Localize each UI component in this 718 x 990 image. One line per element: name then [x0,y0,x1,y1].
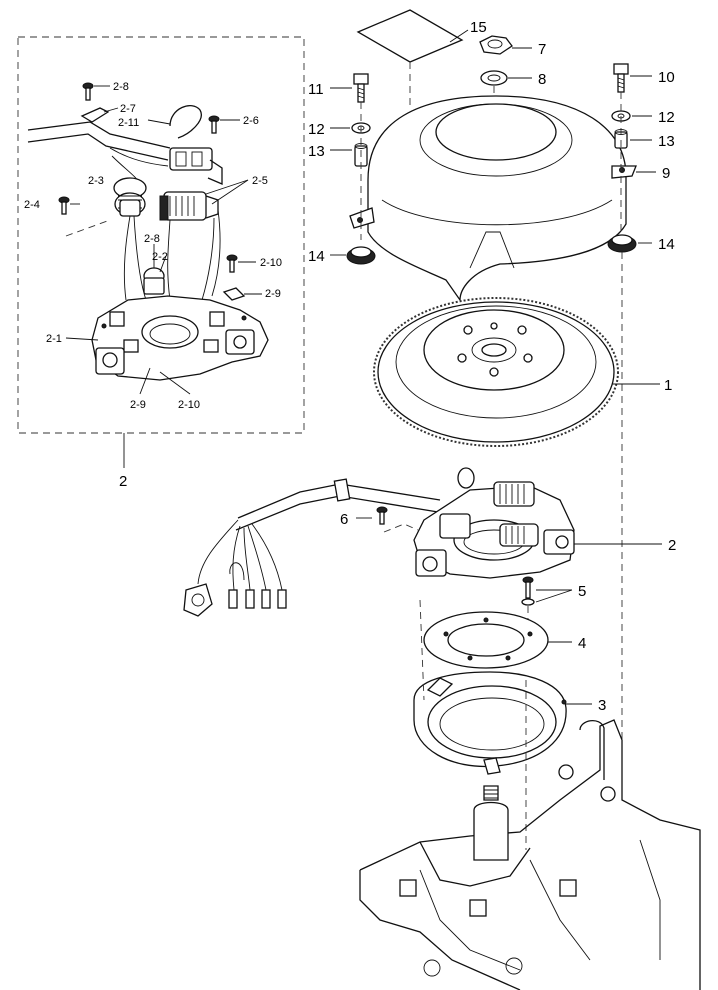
callout-11: 11 [308,81,324,98]
flywheel-1 [373,297,619,447]
callout-2-2: 2-2 [152,251,168,263]
connector-block [169,147,223,185]
callout-2-7: 2-7 [120,103,136,115]
band-2-11 [169,105,202,139]
detail-screws [58,82,246,301]
screw-washer-5 [521,576,535,606]
bolt-right-10 [613,63,629,93]
label-sticker-15 [356,9,469,110]
coil-2-2 [143,267,165,295]
callout-2-3: 2-3 [88,175,104,187]
callout-2-8-mid: 2-8 [144,233,160,245]
nut-7 [479,35,513,55]
screw-2-8-top [82,82,94,101]
callout-2-5: 2-5 [252,175,268,187]
washer-8 [480,70,508,86]
callout-2-11: 2-11 [118,117,139,129]
callout-12-left: 12 [308,121,325,138]
coil-2-3 [113,177,147,217]
stator-harness [183,519,287,617]
screw-2-10-right [226,254,238,273]
callout-9: 9 [662,165,670,182]
callout-2-8-top: 2-8 [113,81,129,93]
callout-7: 7 [538,41,546,58]
detail-leaders [65,85,262,395]
bolt-left-11 [353,73,369,103]
clamp-2-7 [80,107,110,123]
flywheel-cover-9 [349,95,637,303]
callout-12-right: 12 [658,109,675,126]
base-2-1 [91,295,269,381]
callout-3: 3 [598,697,606,714]
main-labels: 15 7 8 10 11 12 12 13 13 9 14 14 1 6 2 5… [308,19,676,714]
base-bracket-3 [413,671,567,775]
callout-15: 15 [470,19,487,36]
callout-2-6: 2-6 [243,115,259,127]
plate-4 [423,611,549,669]
coil-pair-2-5 [159,191,219,221]
detail-labels: 2-8 2-7 2-11 2-6 2-3 2-5 2-4 2-8 2-2 2-1… [24,81,282,411]
callout-2: 2 [668,537,676,554]
callout-2-9-bottom: 2-9 [130,399,146,411]
engine-block [359,719,701,990]
callout-stator-assembly-outline: 2 [119,473,127,490]
screw-2-4 [58,196,70,215]
callout-2-10-bottom: 2-10 [178,399,200,411]
callout-8: 8 [538,71,546,88]
callout-14-right: 14 [658,236,675,253]
grommet-right-14 [607,234,637,253]
callout-1: 1 [664,377,672,394]
callout-5: 5 [578,583,586,600]
callout-4: 4 [578,635,586,652]
callout-2-4: 2-4 [24,199,40,211]
callout-14-left: 14 [308,248,325,265]
screw-2-6 [208,115,220,134]
callout-13-left: 13 [308,143,325,160]
detail-box-outline [17,36,305,434]
callout-13-right: 13 [658,133,675,150]
callout-10: 10 [658,69,675,86]
callout-2-9-right: 2-9 [265,288,281,300]
stator-assembly-2 [235,467,575,579]
clip-2-9-right [222,287,246,301]
callout-6: 6 [340,511,348,528]
screw-6 [376,506,419,533]
detail-wires [123,209,221,311]
callout-2-1: 2-1 [46,333,62,345]
grommet-left-14 [346,246,376,265]
callout-2-10-right: 2-10 [260,257,282,269]
